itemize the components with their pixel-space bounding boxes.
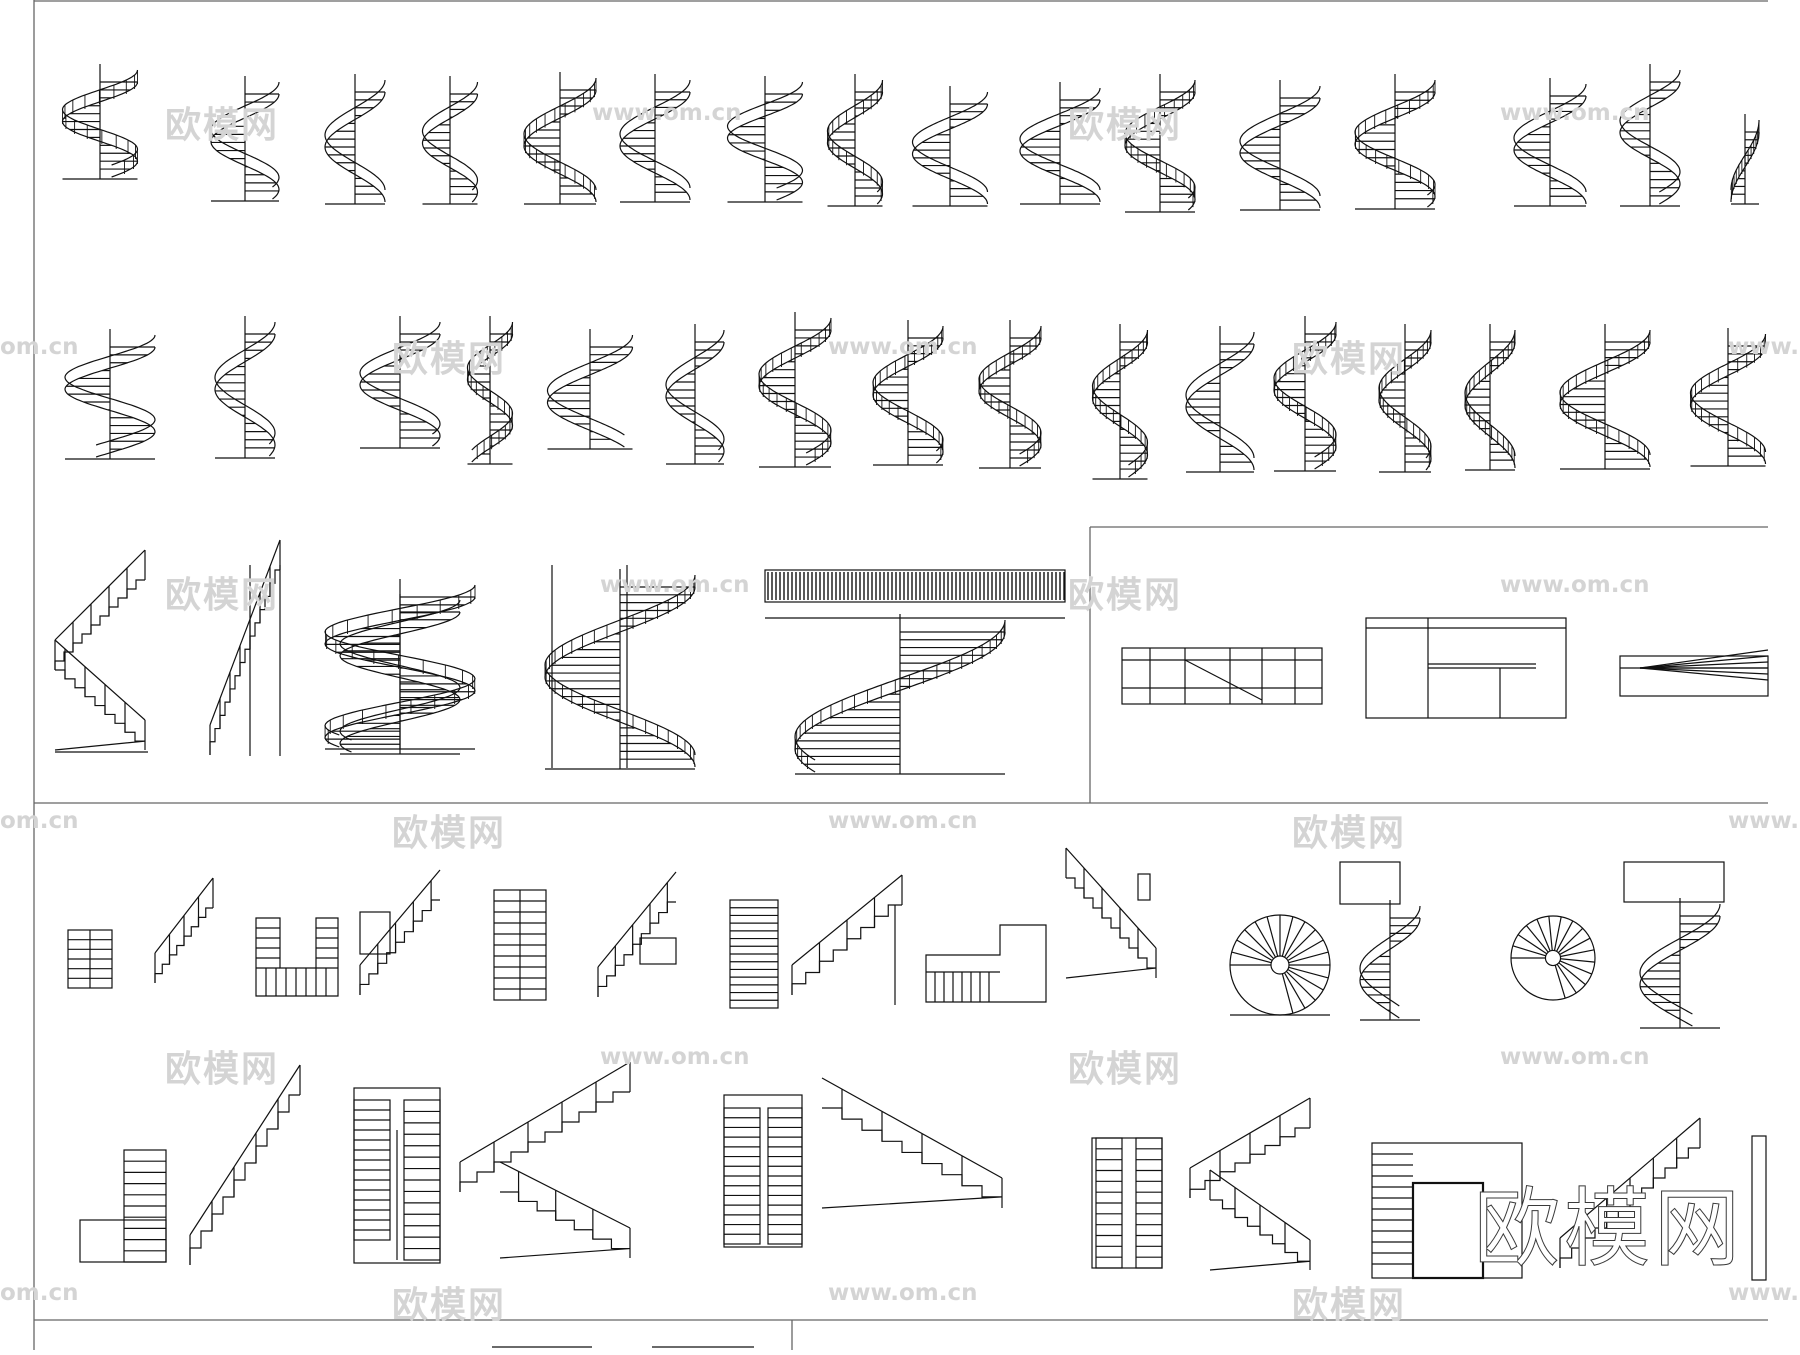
dogleg-stair-plan <box>493 889 547 1001</box>
u-stair-elevation <box>1189 1097 1311 1271</box>
l-stair-plan <box>925 924 1047 1003</box>
spiral-stair-elevation <box>1354 74 1436 210</box>
dogleg-stair-elevation <box>359 869 441 995</box>
spiral-stair-elevation <box>1513 78 1587 207</box>
u-stair-plan <box>1091 1137 1163 1269</box>
straight-stair-perspective <box>209 539 281 756</box>
stair-with-landing-elevation <box>597 871 677 997</box>
spiral-stair-elevation <box>911 86 989 207</box>
spiral-stair-plan <box>1229 914 1331 1016</box>
spiral-stair-elevation <box>546 329 634 450</box>
spiral-stair-elevation <box>726 76 804 203</box>
landing-stair-plan <box>1371 1142 1523 1280</box>
spiral-stair-elevation <box>1378 324 1432 473</box>
switchback-stair-perspective <box>54 549 148 753</box>
straight-flight-plan <box>729 899 779 1009</box>
spiral-stair-elevation <box>758 312 832 468</box>
glass-railing-stair <box>791 874 903 1005</box>
curved-stair-under-balcony <box>764 569 1066 775</box>
railing-elevation <box>1121 647 1323 705</box>
spiral-stair-elevation <box>1091 324 1149 480</box>
spiral-stair-elevation <box>1124 74 1196 213</box>
spiral-stair-elevation <box>826 74 884 207</box>
spiral-stair-elevation <box>210 76 280 202</box>
panel-railing-elevation <box>1365 617 1567 719</box>
spiral-stair-elevation <box>1185 326 1255 473</box>
spiral-stair-elevation <box>1339 861 1421 1021</box>
spiral-stair-elevation <box>1689 328 1767 467</box>
spiral-stair-elevation <box>619 74 691 203</box>
spiral-stair-elevation <box>1559 324 1651 470</box>
spiral-stair-elevation <box>1623 861 1725 1029</box>
spiral-stair-elevation <box>1730 114 1760 205</box>
spiral-stair-elevation <box>1464 324 1516 471</box>
u-stair-plan <box>723 1094 803 1248</box>
spiral-stair-elevation <box>1019 82 1101 205</box>
spiral-stair-elevation <box>64 329 156 460</box>
stair-elevation <box>1065 847 1157 979</box>
u-stair-plan <box>353 1087 441 1264</box>
spiral-stair-elevation <box>214 316 276 459</box>
curved-rail-stair-elevation <box>189 1064 301 1265</box>
u-stair-elevation <box>459 1061 631 1259</box>
stair-section <box>154 877 214 983</box>
curved-stair-with-rail <box>544 565 696 770</box>
spiral-stair-elevation <box>466 316 514 465</box>
spiral-stair-elevation <box>978 320 1042 469</box>
railing-elevation-partial <box>1619 649 1769 697</box>
quarter-landing-plan <box>67 929 113 989</box>
u-stair-plan <box>255 917 339 997</box>
spiral-stair-elevation <box>324 74 386 205</box>
spiral-stair-elevation <box>1619 64 1681 207</box>
spiral-stair-elevation <box>61 64 139 180</box>
spiral-stair-elevation <box>1239 80 1321 211</box>
spiral-stair-elevation <box>872 320 944 466</box>
double-helix-stair <box>324 579 476 755</box>
balustrade-stair-elevation <box>1559 1117 1701 1268</box>
partial-stair-plan <box>1751 1135 1767 1281</box>
spiral-stair-elevation <box>1273 316 1337 472</box>
split-stair-elevation <box>821 1077 1003 1209</box>
spiral-stair-plan <box>1510 915 1596 1001</box>
spiral-stair-elevation <box>523 72 597 205</box>
spiral-stair-elevation <box>421 76 479 205</box>
spiral-stair-elevation <box>359 316 441 449</box>
sheet-frames <box>33 0 1768 1350</box>
spiral-stair-elevation <box>665 324 725 465</box>
winder-stair-plan <box>79 1149 167 1263</box>
